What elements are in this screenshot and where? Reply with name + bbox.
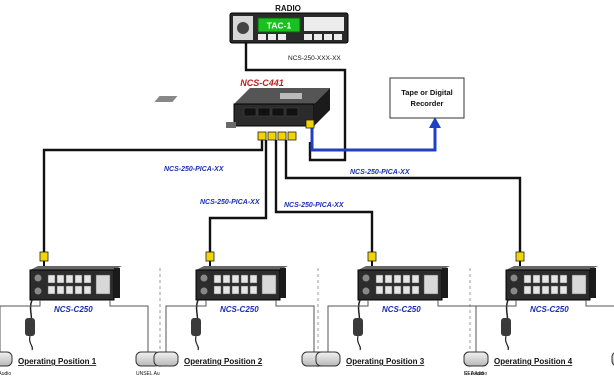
cable-label-mid-right: NCS-250-PICA-XX — [284, 202, 345, 209]
recorder-cable — [310, 126, 437, 152]
recorder-label-line-1: Tape or Digital — [401, 88, 453, 97]
foot-pedal-left — [153, 351, 179, 367]
unit-model-label: NCS-C250 — [220, 305, 259, 314]
cables — [42, 40, 522, 252]
recorder-arrow-icon — [429, 117, 441, 128]
foot-pedal-left — [463, 351, 489, 367]
cable-label-left: NCS-250-PICA-XX — [164, 166, 225, 173]
radio-cable — [244, 40, 347, 162]
microphone-icon — [353, 318, 363, 336]
cable-label-mid-left: NCS-250-PICA-XX — [200, 199, 261, 206]
cable-position-2 — [208, 140, 268, 252]
unit-model-label: NCS-C250 — [530, 305, 569, 314]
unit-model-label: NCS-C250 — [382, 305, 421, 314]
radio-title: RADIO — [275, 4, 301, 13]
hub-model: NCS-C441 — [240, 78, 284, 88]
foot-pedal-left — [315, 351, 341, 367]
position-connector — [39, 251, 49, 262]
pedal-left-caption: SEL Audio — [0, 371, 11, 377]
pedal-left-caption: SEL Audio — [464, 371, 487, 377]
position-label: Operating Position 3 — [346, 357, 425, 366]
position-connector — [367, 251, 377, 262]
pedal-right-caption: EL Audio — [464, 371, 484, 377]
radio-cable-label: NCS-250-XXX-XX — [288, 55, 341, 62]
unit-model-label: NCS-C250 — [54, 305, 93, 314]
foot-pedal-left — [0, 351, 13, 367]
position-label: Operating Position 1 — [18, 357, 97, 366]
position-label: Operating Position 2 — [184, 357, 263, 366]
position-connector — [205, 251, 215, 262]
pedal-right-caption: UNSEL Au — [136, 371, 160, 377]
radio: RADIO TAC-1 — [229, 4, 349, 44]
position-label: Operating Position 4 — [494, 357, 573, 366]
cable-position-3 — [274, 140, 374, 252]
microphone-icon — [25, 318, 35, 336]
microphone-icon — [191, 318, 201, 336]
hub-unit: NCS-C441 — [154, 78, 330, 141]
hub-connectors — [257, 119, 315, 141]
position-connector — [515, 251, 525, 262]
recorder: Tape or Digital Recorder — [389, 77, 465, 119]
cable-position-1 — [42, 140, 264, 252]
recorder-label-line-2: Recorder — [411, 99, 444, 108]
cable-label-right: NCS-250-PICA-XX — [350, 169, 411, 176]
cable-position-4 — [284, 140, 522, 252]
radio-display — [257, 17, 301, 33]
microphone-icon — [501, 318, 511, 336]
radio-display-text: TAC-1 — [267, 21, 292, 31]
